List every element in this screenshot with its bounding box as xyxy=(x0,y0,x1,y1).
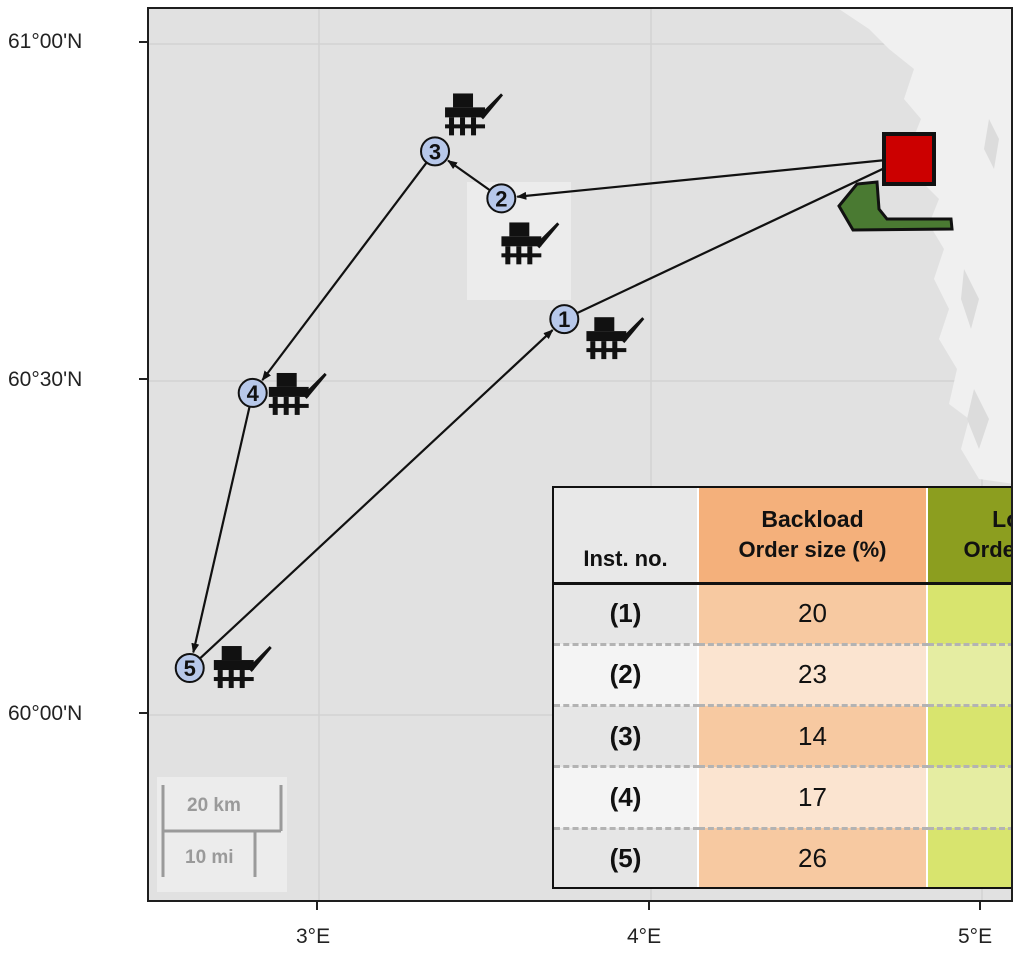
inst-cell: (3) xyxy=(554,704,698,767)
installation-node[interactable]: 2 xyxy=(486,183,517,214)
route-arrow xyxy=(199,329,554,660)
loadout-cell: 30 xyxy=(926,642,1011,706)
installation-nodes: 1 2 3 4 5 xyxy=(174,136,580,684)
installation-marker[interactable] xyxy=(174,653,205,684)
installation-marker[interactable] xyxy=(549,304,580,335)
inst-cell: (5) xyxy=(554,826,698,887)
lat-label-60: 60°00'N xyxy=(8,702,83,725)
table-row: (5) 26 - xyxy=(554,826,1011,887)
lat-label-60-30: 60°30'N xyxy=(8,368,83,391)
header-inst-no: Inst. no. xyxy=(554,488,698,583)
backload-cell: 14 xyxy=(697,704,927,767)
installation-node[interactable]: 4 xyxy=(237,377,268,408)
loadout-cell: - xyxy=(926,826,1011,887)
oil-platform-icon xyxy=(213,646,272,689)
inst-cell: (1) xyxy=(554,581,698,645)
installation-label: 3 xyxy=(429,139,441,164)
installation-label: 4 xyxy=(247,381,260,406)
supply-base-square-icon xyxy=(882,132,936,186)
loadout-cell: - xyxy=(926,581,1011,645)
backload-cell: 20 xyxy=(697,581,927,645)
route-lines xyxy=(191,156,907,660)
header-backload-sub: Order size (%) xyxy=(738,537,887,563)
backload-cell: 17 xyxy=(697,765,927,829)
oil-platform-icon xyxy=(586,317,645,360)
lon-label-5: 5°E xyxy=(958,925,993,948)
scale-km-label: 20 km xyxy=(187,795,241,816)
installation-node[interactable]: 5 xyxy=(174,653,205,684)
installation-node[interactable]: 3 xyxy=(420,136,451,167)
backload-cell: 26 xyxy=(697,826,927,887)
oil-platform-icon xyxy=(268,372,327,415)
installation-node[interactable]: 1 xyxy=(549,304,580,335)
table-row: (3) 14 - xyxy=(554,704,1011,767)
norway-coastline xyxy=(839,9,1011,509)
inst-cell: (2) xyxy=(554,642,698,706)
scale-bar: 20 km 10 mi xyxy=(157,777,287,892)
installation-marker[interactable] xyxy=(420,136,451,167)
installation-label: 5 xyxy=(184,656,196,681)
lat-label-61: 61°00'N xyxy=(8,30,83,53)
route-arrow xyxy=(191,406,251,654)
header-loadout-sub: Order size (%) xyxy=(963,537,1011,563)
loadout-cell: - xyxy=(926,704,1011,767)
lon-label-3: 3°E xyxy=(296,925,331,948)
header-backload-title: Backload xyxy=(761,506,864,533)
route-arrow xyxy=(261,161,428,381)
header-backload: Backload Order size (%) xyxy=(697,488,927,583)
installation-marker[interactable] xyxy=(486,183,517,214)
table-row: (4) 17 12 xyxy=(554,765,1011,829)
installation-label: 1 xyxy=(558,307,570,332)
order-size-table: Inst. no. Backload Order size (%) Loadou… xyxy=(552,486,1011,889)
table-row: (2) 23 30 xyxy=(554,642,1011,706)
route-arrow xyxy=(576,157,907,315)
inst-cell: (4) xyxy=(554,765,698,829)
route-arrow xyxy=(516,156,906,200)
installation-marker[interactable] xyxy=(237,377,268,408)
supply-vessel-icon xyxy=(837,180,954,232)
oil-platform-icon xyxy=(445,93,504,136)
scale-mi-label: 10 mi xyxy=(185,847,234,868)
lon-label-4: 4°E xyxy=(627,925,662,948)
route-arrow xyxy=(447,159,491,192)
loadout-cell: 12 xyxy=(926,765,1011,829)
header-loadout: Loadout Order size (%) xyxy=(926,488,1011,583)
backload-cell: 23 xyxy=(697,642,927,706)
table-row: (1) 20 - xyxy=(554,581,1011,645)
header-loadout-title: Loadout xyxy=(992,506,1011,533)
installation-label: 2 xyxy=(495,186,507,211)
